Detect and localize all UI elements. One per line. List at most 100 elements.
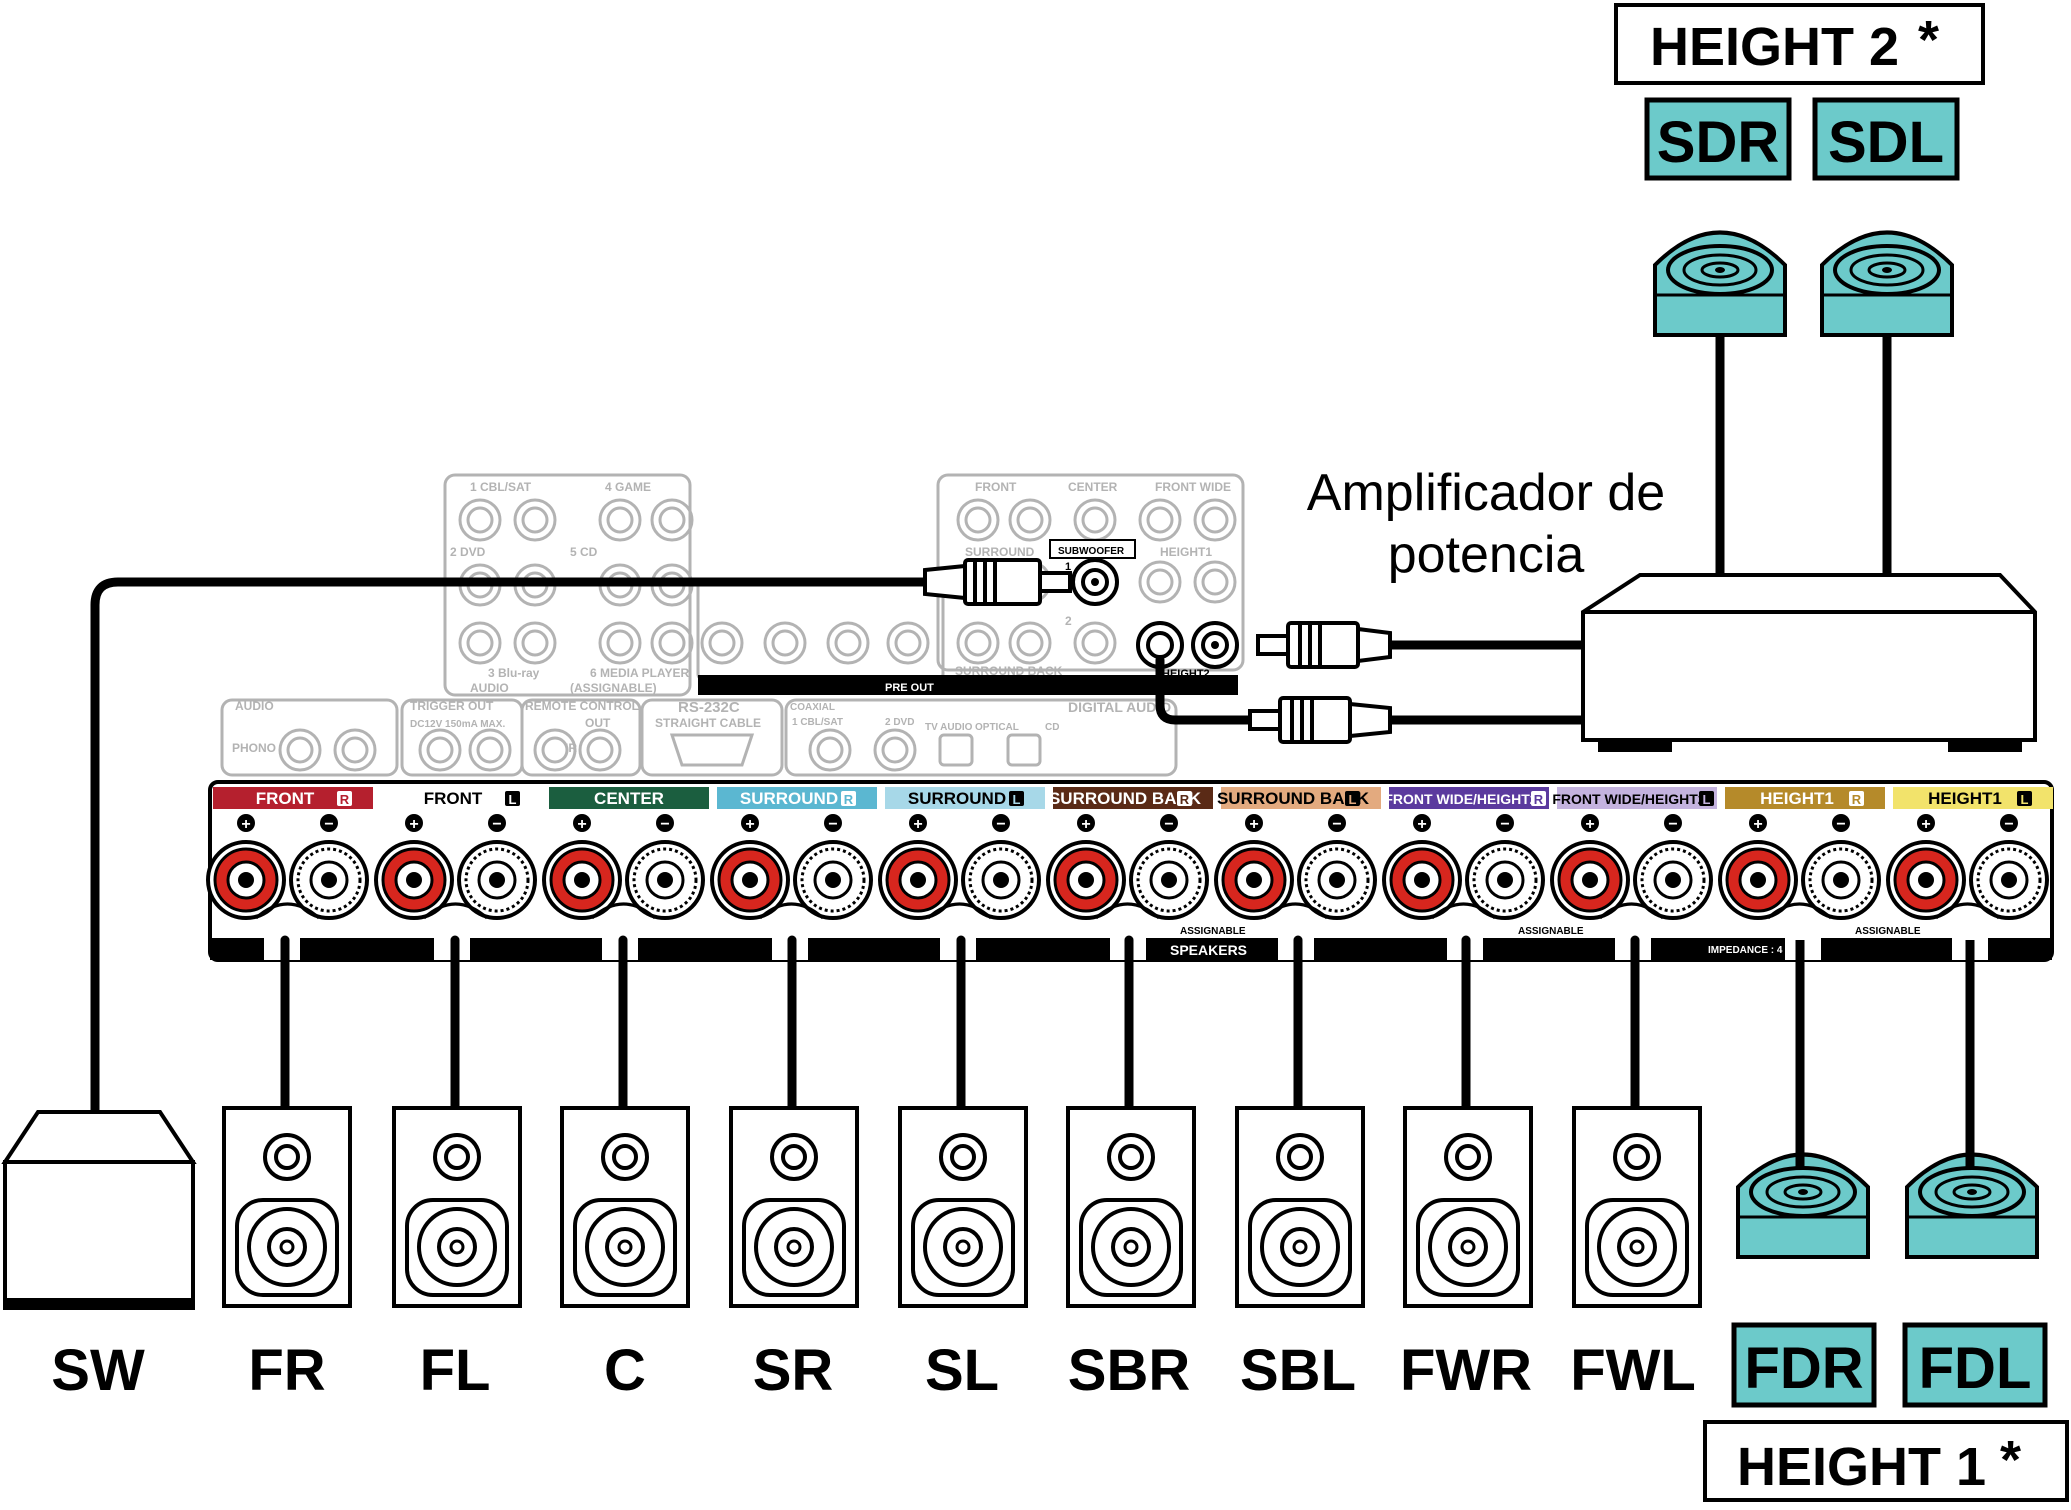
speaker-label-c: C — [604, 1338, 646, 1403]
gray-rca-jack — [650, 498, 694, 542]
binding-post-positive[interactable] — [878, 840, 958, 920]
speaker-label-fwr: FWR — [1400, 1338, 1532, 1403]
binding-post-negative[interactable] — [1129, 840, 1209, 920]
binding-post-positive[interactable] — [374, 840, 454, 920]
svg-text:+: + — [409, 816, 418, 833]
label-media-player: 6 MEDIA PLAYER — [590, 666, 689, 680]
minus-icon: − — [320, 814, 338, 833]
terminal-band-label: FRONT — [256, 789, 315, 808]
speaker-label-fwl: FWL — [1570, 1338, 1696, 1403]
height1-mark: * — [2000, 1430, 2021, 1490]
gray-rca-jack — [700, 621, 744, 665]
floor-speaker — [1235, 1106, 1365, 1308]
impedance-label: IMPEDANCE : 4 ~ 16 Ω — [1708, 945, 1816, 956]
speaker-label-sbl: SBL — [1240, 1338, 1356, 1403]
phono-block — [220, 698, 399, 777]
floor-speaker — [222, 1106, 352, 1308]
ceiling-speakers — [1653, 230, 2039, 1259]
terminal-band-label: FRONT — [424, 789, 483, 808]
binding-post-positive[interactable] — [1382, 840, 1462, 920]
gray-rca-jack — [513, 498, 557, 542]
plus-icon: + — [573, 814, 591, 833]
terminal-band-label: FRONT WIDE/HEIGHT2 — [1552, 791, 1705, 807]
fdr-label: FDR — [1744, 1336, 1863, 1401]
terminal-band-label: SURROUND BACK — [1217, 789, 1370, 808]
rca-plugs — [923, 558, 1392, 744]
gray-rca-jack — [458, 621, 502, 665]
pre-out-bar — [698, 675, 1238, 695]
binding-post-negative[interactable] — [1801, 840, 1881, 920]
amplifier-label-line2: potencia — [1388, 526, 1585, 584]
terminal-band-channel: L — [1703, 792, 1711, 807]
binding-post-positive[interactable] — [1550, 840, 1630, 920]
binding-post-negative[interactable] — [1969, 840, 2049, 920]
gray-rca-jack — [1008, 621, 1052, 665]
binding-post-positive[interactable] — [1046, 840, 1126, 920]
gray-rca-jack — [763, 621, 807, 665]
binding-post-negative[interactable] — [1297, 840, 1377, 920]
digital-block — [784, 698, 1178, 777]
speaker-terminals: +−+−+−+−+−+−+−+−+−+−+− — [206, 814, 2049, 920]
amp-cable-lower — [1155, 655, 1255, 725]
binding-post-positive[interactable] — [1886, 840, 1966, 920]
gray-rca-jack — [1138, 560, 1182, 604]
sdl-label: SDL — [1828, 110, 1944, 175]
height2-jack-label: HEIGHT2 — [1162, 668, 1210, 680]
svg-text:−: − — [660, 816, 669, 833]
binding-post-positive[interactable] — [1214, 840, 1294, 920]
binding-post-negative[interactable] — [1465, 840, 1545, 920]
gray-rca-jack — [468, 728, 512, 772]
floor-speaker — [1066, 1106, 1196, 1308]
gray-rca-jack — [578, 728, 622, 772]
speaker-label-sbr: SBR — [1068, 1338, 1190, 1403]
label-game: 4 GAME — [605, 480, 651, 494]
binding-post-negative[interactable] — [457, 840, 537, 920]
svg-text:+: + — [1921, 816, 1930, 833]
speaker-label-sl: SL — [925, 1338, 999, 1403]
speaker-wires — [280, 935, 1975, 1170]
gray-rca-jack — [1073, 498, 1117, 542]
label-optical: OPTICAL — [975, 722, 1019, 733]
binding-post-positive[interactable] — [710, 840, 790, 920]
terminal-band-channel: R — [1852, 792, 1862, 807]
remote-block — [520, 698, 642, 777]
binding-post-negative[interactable] — [625, 840, 705, 920]
ceiling-speaker — [1736, 1152, 1870, 1259]
amp-rca-plug-upper — [1256, 621, 1392, 669]
label-assignable-paren: (ASSIGNABLE) — [570, 681, 657, 695]
label-front-wide: FRONT WIDE — [1155, 480, 1231, 494]
gray-rca-jack — [886, 621, 930, 665]
binding-post-negative[interactable] — [793, 840, 873, 920]
floor-speaker — [392, 1106, 522, 1308]
height1-title: HEIGHT 1 — [1737, 1437, 1986, 1497]
floor-speaker — [729, 1106, 859, 1308]
binding-post-negative[interactable] — [961, 840, 1041, 920]
svg-text:+: + — [1753, 816, 1762, 833]
label-audio: AUDIO — [235, 699, 274, 713]
binding-post-negative[interactable] — [289, 840, 369, 920]
plus-icon: + — [1581, 814, 1599, 833]
plus-icon: + — [405, 814, 423, 833]
binding-post-positive[interactable] — [1718, 840, 1798, 920]
svg-text:−: − — [1836, 816, 1845, 833]
terminal-band-label: FRONT WIDE/HEIGHT2 — [1384, 791, 1537, 807]
floor-speaker — [1572, 1106, 1702, 1308]
gray-rca-jack — [513, 621, 557, 665]
binding-post-positive[interactable] — [206, 840, 286, 920]
binding-post-positive[interactable] — [542, 840, 622, 920]
terminal-bottom-gaps — [264, 938, 1988, 960]
svg-text:−: − — [2004, 816, 2013, 833]
binding-post-negative[interactable] — [1633, 840, 1713, 920]
minus-icon: − — [1328, 814, 1346, 833]
svg-text:+: + — [745, 816, 754, 833]
minus-icon: − — [488, 814, 506, 833]
floor-speakers — [222, 1106, 1702, 1308]
speaker-label-fr: FR — [248, 1338, 325, 1403]
plus-icon: + — [1077, 814, 1095, 833]
label-bluray: 3 Blu-ray — [488, 666, 540, 680]
